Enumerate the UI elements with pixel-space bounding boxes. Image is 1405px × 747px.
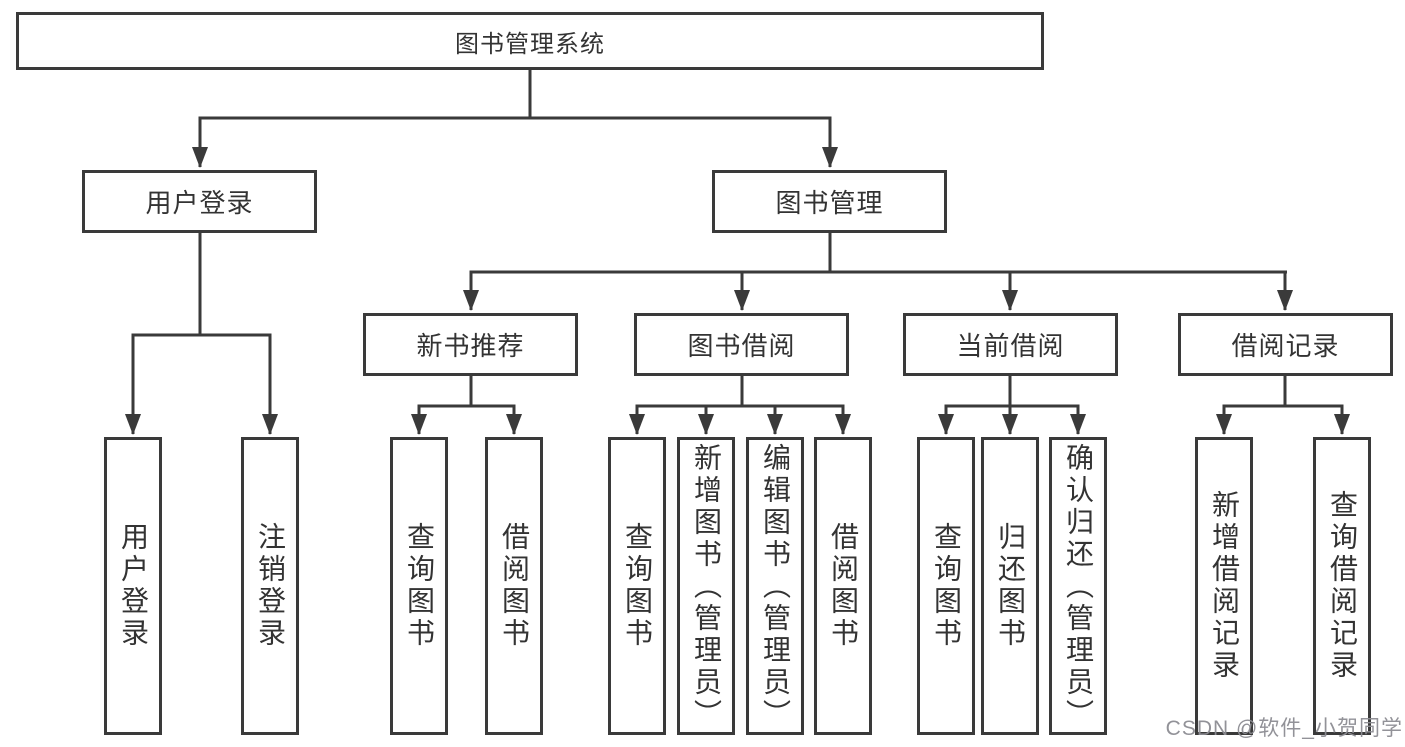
node-current-borrow: 当前借阅: [903, 313, 1118, 376]
leaf-add-book-admin: 新增图书（管理员）: [677, 437, 735, 735]
leaf-confirm-return-admin: 确认归还（管理员）: [1049, 437, 1107, 735]
node-root-library-system: 图书管理系统: [16, 12, 1044, 70]
leaf-borrow-books-recommend: 借阅图书: [485, 437, 543, 735]
connector-borrow-records-to-leaves: [1216, 376, 1350, 435]
leaf-query-books-borrow: 查询图书: [608, 437, 666, 735]
node-borrow-records: 借阅记录: [1178, 313, 1393, 376]
csdn-watermark: CSDN @软件_小贺同学: [1165, 717, 1403, 740]
node-user-login: 用户登录: [82, 170, 317, 233]
leaf-borrow-books: 借阅图书: [814, 437, 872, 735]
connector-user-login-to-leaves: [125, 233, 278, 435]
leaf-add-borrow-record: 新增借阅记录: [1195, 437, 1253, 735]
connector-current-borrow-to-leaves: [938, 376, 1086, 435]
leaf-query-borrow-record: 查询借阅记录: [1313, 437, 1371, 735]
leaf-logout: 注销登录: [241, 437, 299, 735]
node-book-borrow: 图书借阅: [634, 313, 849, 376]
leaf-query-books-current: 查询图书: [917, 437, 975, 735]
node-book-management: 图书管理: [712, 170, 947, 233]
connector-book-management-to-level3: [463, 233, 1293, 311]
connector-root-to-level2: [192, 70, 838, 168]
leaf-edit-book-admin: 编辑图书（管理员）: [746, 437, 804, 735]
node-new-book-recommend: 新书推荐: [363, 313, 578, 376]
leaf-user-login: 用户登录: [104, 437, 162, 735]
connector-new-book-recommend-to-leaves: [411, 376, 522, 435]
connector-book-borrow-to-leaves: [629, 376, 851, 435]
leaf-query-books-recommend: 查询图书: [390, 437, 448, 735]
leaf-return-book: 归还图书: [981, 437, 1039, 735]
